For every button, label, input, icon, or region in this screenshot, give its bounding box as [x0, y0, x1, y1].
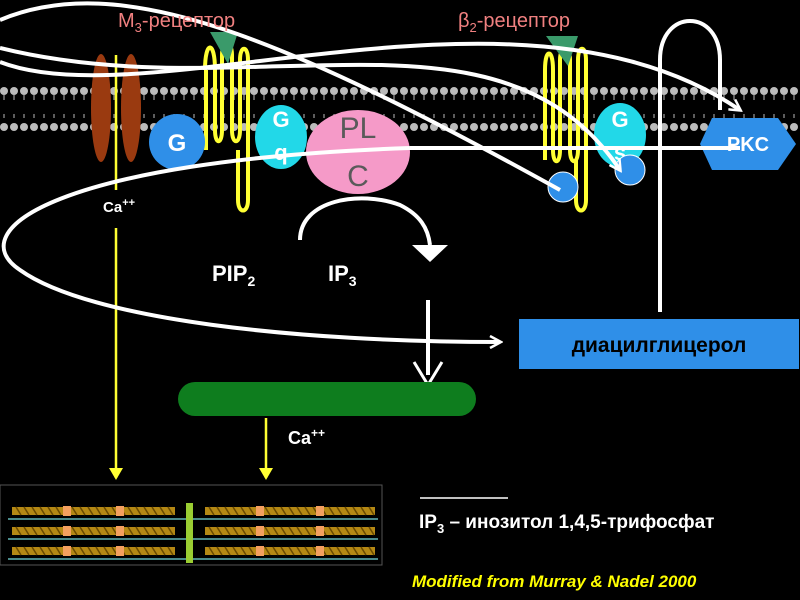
plc-bottom-label: C [347, 160, 369, 193]
gq-g-label: G [272, 107, 289, 132]
gq-q-label: q [274, 140, 287, 165]
gs-g-label: G [611, 107, 628, 132]
pkc-box: PKC [700, 118, 796, 170]
plc-top-label: PL [340, 112, 377, 145]
signal-pathways [0, 1, 740, 388]
g-protein-left: G [149, 114, 205, 170]
m3-ligand-icon [210, 32, 238, 64]
credit-text: Modified from Murray & Nadel 2000 [412, 572, 697, 591]
sarcoplasmic-reticulum [178, 382, 476, 416]
gq-protein: G q [255, 105, 307, 169]
b2-receptor-label: β2-рецептор [458, 10, 570, 35]
g-subunit-beta-icon [547, 171, 579, 203]
ip3-legend: IP3 – инозитол 1,4,5-трифосфат [419, 512, 714, 536]
cell-membrane [0, 87, 800, 131]
dag-box [519, 319, 799, 369]
m3-receptor [203, 41, 250, 213]
g-protein-left-label: G [168, 130, 187, 157]
calcium-mid-label: Ca++ [288, 426, 325, 448]
sarcomere-myofilaments [0, 484, 383, 566]
b2-ligand-icon [546, 36, 578, 66]
calcium-channel [91, 54, 141, 162]
calcium-top-label: Ca++ [103, 197, 135, 216]
ip3-label: IP3 [328, 261, 357, 289]
dag-label: диацилглицерол [572, 334, 747, 357]
m3-receptor-label: M3-рецептор [118, 10, 235, 35]
pkc-label: PKC [727, 134, 769, 156]
pip2-label: PIP2 [212, 261, 255, 289]
